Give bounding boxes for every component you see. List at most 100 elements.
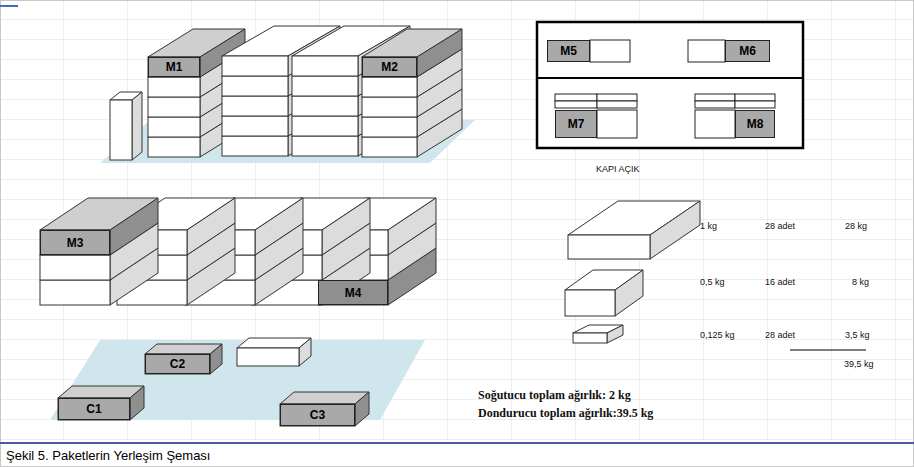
box-front (222, 56, 288, 76)
box-front (292, 116, 358, 136)
box-side (130, 386, 144, 420)
package-label-box: M8 (735, 110, 775, 138)
package-code: C2 (170, 357, 185, 371)
count: 28 adet (765, 330, 795, 340)
package-code: M5 (560, 44, 577, 58)
box-side (110, 198, 158, 255)
box-front (222, 136, 288, 156)
box-side (187, 198, 235, 255)
box-front (292, 136, 358, 156)
box-front (237, 348, 299, 366)
package-code: M4 (345, 286, 362, 300)
box-front (58, 398, 130, 420)
box-front (362, 117, 417, 137)
box-side (210, 344, 222, 374)
box-front (292, 56, 358, 76)
box-front (362, 97, 417, 117)
box-side (255, 198, 303, 255)
box-side (615, 270, 643, 316)
package-label-box: M7 (555, 110, 597, 138)
package-rect (590, 40, 630, 62)
sheet-grid (0, 0, 914, 440)
box-front (40, 230, 110, 255)
box-front (222, 76, 288, 96)
count: 16 adet (765, 277, 795, 287)
package-code: C1 (86, 402, 101, 416)
box-front (222, 96, 288, 116)
count: 28 adet (765, 221, 795, 231)
package-code: M6 (739, 44, 756, 58)
thin-package (555, 101, 597, 108)
box-side (355, 392, 369, 426)
package-label-box: C1 (58, 398, 130, 420)
package-code: M3 (67, 236, 84, 250)
freezer-total: Dondurucu toplam ağırlık:39.5 kg (478, 406, 653, 421)
box-front (148, 57, 200, 77)
caption-rule (0, 442, 914, 444)
thin-package (597, 94, 637, 101)
package-code: M8 (747, 117, 764, 131)
box-side (650, 201, 700, 259)
thin-package (695, 101, 735, 108)
total-weight: 8 kg (852, 277, 869, 287)
box-front (148, 117, 200, 137)
box-front (145, 354, 210, 374)
box-front (148, 137, 200, 157)
box-top (145, 344, 222, 354)
box-front (280, 404, 355, 426)
box-front (110, 100, 132, 160)
refrigerator-outline (537, 22, 803, 148)
unit-weight: 0,125 kg (700, 330, 735, 340)
sum-rule (790, 350, 866, 351)
box-front (362, 57, 417, 77)
total-weight: 28 kg (845, 221, 867, 231)
figure-caption: Şekil 5. Paketlerin Yerleşim Şeması (6, 448, 210, 463)
box-side (132, 92, 142, 160)
package-label-box: C3 (280, 404, 355, 426)
package-label-box: M6 (725, 40, 770, 62)
cooler-total: Soğutucu toplam ağırlık: 2 kg (478, 388, 631, 403)
thin-package (555, 94, 597, 101)
package-label-box: M1 (148, 57, 200, 77)
box-side (299, 338, 311, 366)
sum-weight: 39,5 kg (844, 359, 874, 369)
package-label-box: M4 (318, 280, 388, 305)
package-code: M7 (568, 117, 585, 131)
corner-mark (0, 5, 18, 7)
thin-package (597, 101, 637, 108)
box-front (222, 116, 288, 136)
door-note: KAPI AÇIK (596, 164, 640, 174)
package-rect (695, 110, 735, 138)
package-label-box: M3 (40, 230, 110, 255)
box-side (388, 198, 436, 255)
box-front (362, 77, 417, 97)
thin-package (735, 94, 775, 101)
unit-weight: 0,5 kg (700, 277, 725, 287)
package-rect (688, 40, 725, 62)
package-code: M1 (166, 60, 183, 74)
package-rect (597, 110, 637, 138)
refrigerator-divider (537, 77, 803, 79)
package-code: C3 (310, 408, 325, 422)
thin-package (695, 94, 735, 101)
box-front (148, 97, 200, 117)
box-front (565, 290, 615, 316)
box-top (58, 386, 144, 398)
package-label-box: M5 (547, 40, 590, 62)
package-code: M2 (381, 60, 398, 74)
box-side (607, 325, 623, 343)
box-front (362, 137, 417, 157)
total-weight: 3,5 kg (845, 330, 870, 340)
box-front (292, 76, 358, 96)
box-front (148, 77, 200, 97)
box-front (318, 280, 388, 305)
package-label-box: M2 (362, 57, 417, 77)
box-front (568, 235, 650, 259)
box-front (292, 96, 358, 116)
box-front (573, 333, 607, 343)
unit-weight: 1 kg (700, 221, 717, 231)
box-top (237, 338, 311, 348)
box-side (322, 198, 370, 255)
